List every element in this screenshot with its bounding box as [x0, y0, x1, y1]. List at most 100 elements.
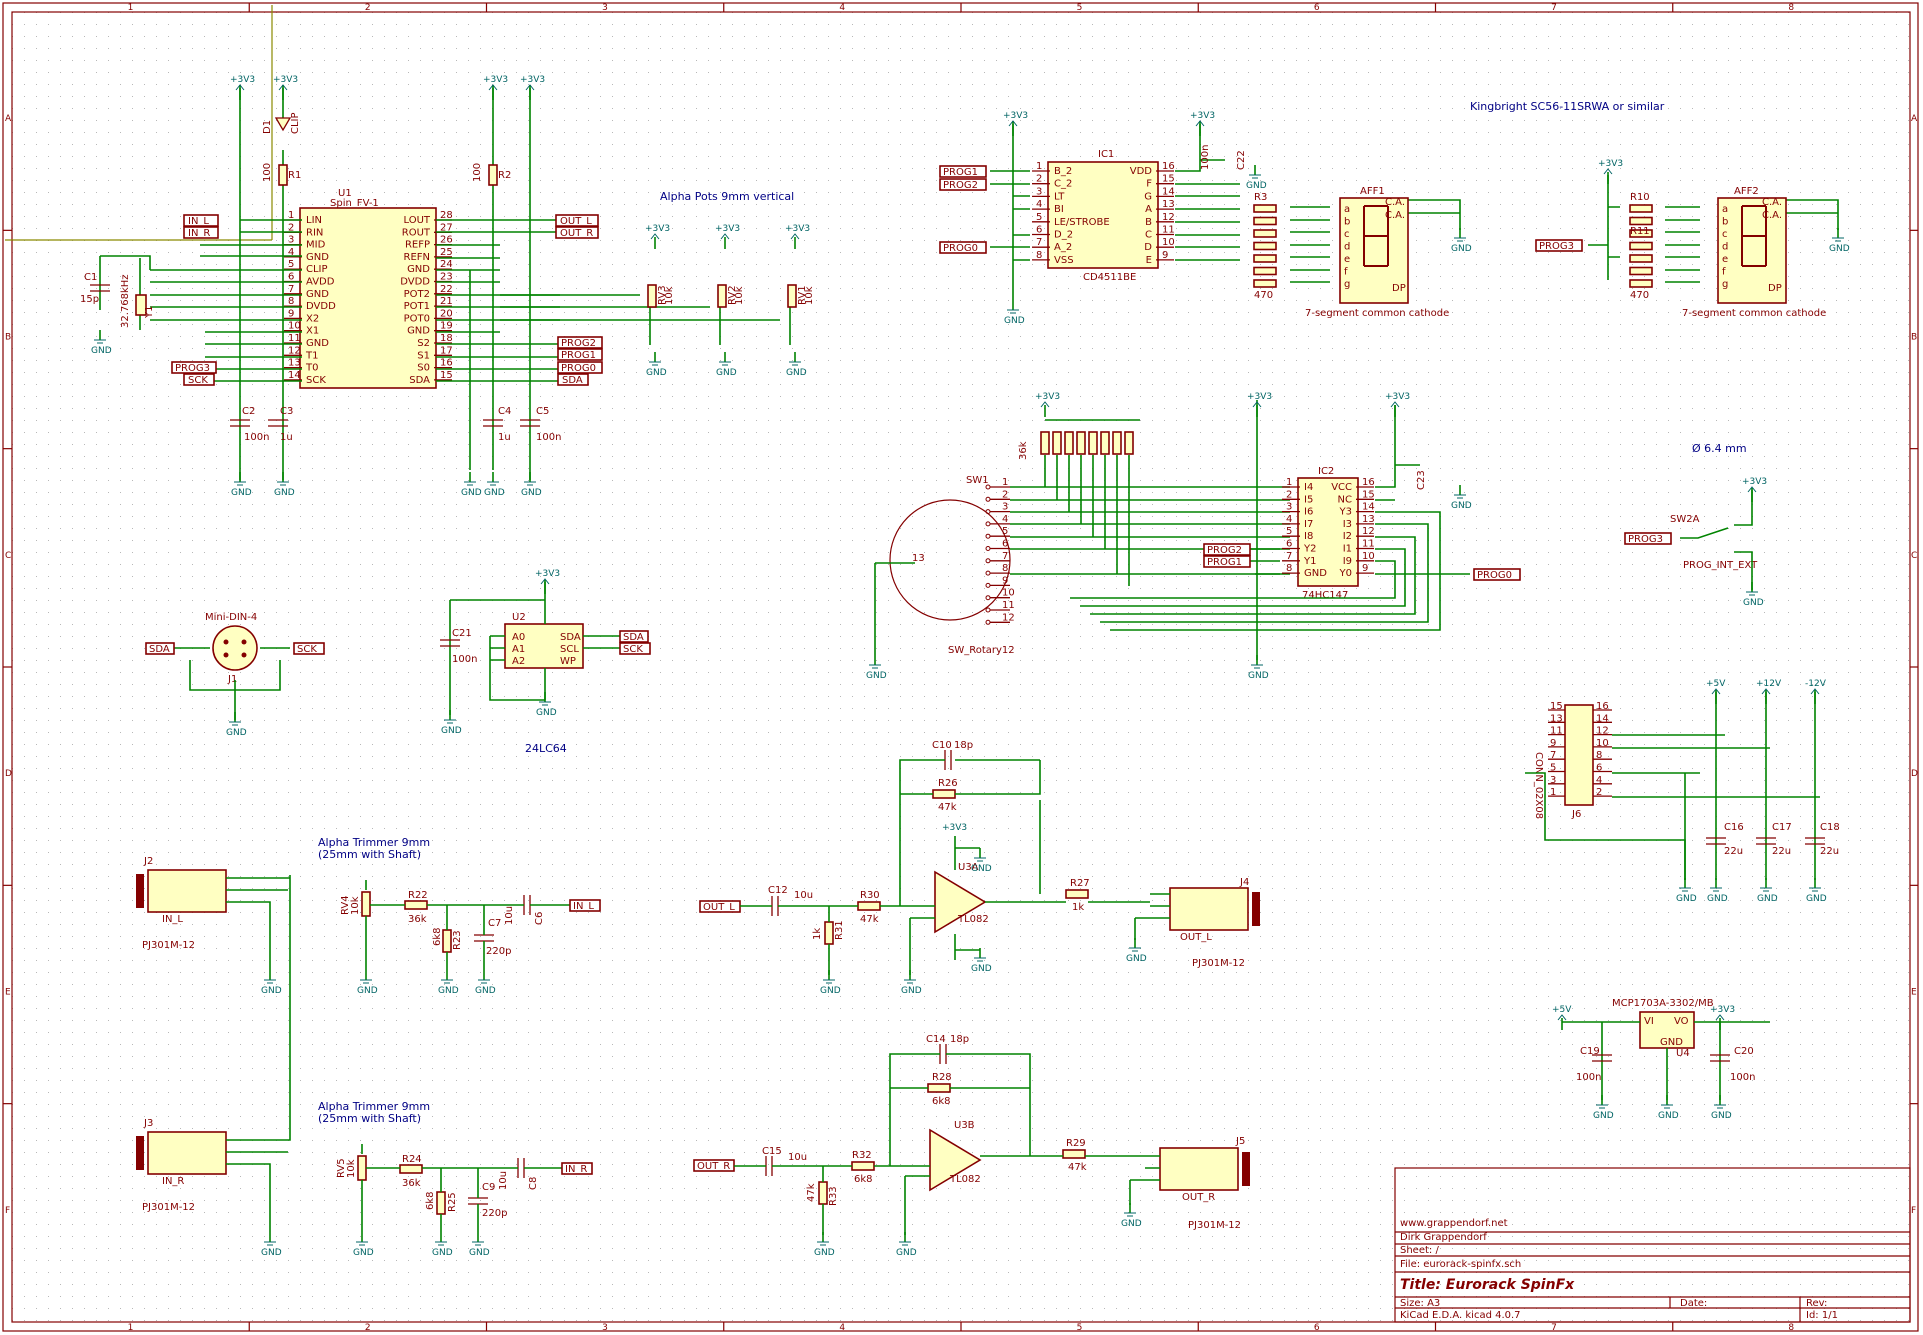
pin-name: T0	[305, 363, 318, 374]
svg-text:IN_L: IN_L	[573, 901, 594, 912]
ground-icon	[1714, 1104, 1726, 1109]
svg-text:PROG0: PROG0	[1477, 570, 1512, 581]
svg-text:U2: U2	[512, 612, 526, 623]
pin-name: GND	[407, 326, 430, 337]
tb-file: File: eurorack-spinfx.sch	[1400, 1259, 1521, 1270]
pin-name: B_2	[1054, 166, 1072, 177]
pin-name: X1	[306, 326, 319, 337]
pin-number: 4	[1036, 199, 1042, 210]
pin-number: 12	[288, 345, 301, 356]
supply-arrow-icon	[790, 233, 800, 240]
ground-icon	[1809, 887, 1821, 892]
svg-text:100n: 100n	[1200, 145, 1211, 170]
gnd-label: GND	[469, 1248, 490, 1258]
pin-number: 9	[1362, 563, 1368, 574]
border-col-label: 7	[1551, 3, 1557, 13]
pin-number: 10	[1162, 237, 1175, 248]
gnd-label: GND	[971, 964, 992, 974]
pullup-resistor	[1064, 431, 1074, 455]
svg-text:C4: C4	[498, 406, 511, 417]
pin-name: NC	[1338, 494, 1352, 505]
segment-pin-label: b	[1344, 217, 1350, 228]
svg-text:PROG3: PROG3	[1539, 241, 1574, 252]
ground-icon	[1454, 237, 1466, 242]
pin-number: 7	[1036, 237, 1042, 248]
gnd-label: GND	[484, 488, 505, 498]
ground-icon	[904, 979, 916, 984]
supply-arrow-icon	[1252, 401, 1262, 408]
svg-text:IN_R: IN_R	[162, 1176, 184, 1187]
pin-number: 14	[1362, 502, 1375, 513]
pin-name: C	[1145, 230, 1152, 241]
supply-arrow-icon	[1008, 120, 1018, 127]
svg-text:A2: A2	[512, 656, 525, 667]
svg-text:10k: 10k	[664, 286, 675, 305]
ground-icon	[1007, 309, 1019, 314]
j2-part: PJ301M-12	[142, 940, 195, 951]
net-label-prog0: PROG0	[557, 361, 603, 374]
svg-text:SCK: SCK	[297, 644, 317, 655]
connector-pin-number: 5	[1550, 763, 1556, 774]
switch-contact	[985, 546, 991, 551]
gnd-label: GND	[226, 728, 247, 738]
svg-text:220p: 220p	[482, 1208, 507, 1219]
svg-text:R2: R2	[498, 170, 511, 181]
svg-text:C6: C6	[534, 912, 545, 925]
ground-icon	[478, 979, 490, 984]
svg-text:CONN_02X08: CONN_02X08	[1533, 752, 1544, 819]
u1-passives: R1 100 R2 100 D1 CLIP Y1 32.768kHz C1 15…	[80, 112, 561, 443]
svg-text:6k8: 6k8	[425, 1191, 436, 1210]
supply-label: +12V	[1756, 679, 1782, 689]
supply-label: -12V	[1805, 679, 1827, 689]
pin-number: 9	[1162, 250, 1168, 261]
supply-arrow-icon	[720, 233, 730, 240]
svg-text:PROG2: PROG2	[1207, 545, 1242, 556]
supply-label: +3V3	[645, 224, 670, 234]
svg-text:SW2A: SW2A	[1670, 514, 1700, 525]
svg-text:C19: C19	[1580, 1046, 1600, 1057]
supply-label: +3V3	[785, 224, 810, 234]
gnd-label: GND	[971, 864, 992, 874]
connector-pin-number: 4	[1596, 775, 1602, 786]
pin-number: 26	[440, 235, 453, 246]
segment-pin-label: c	[1344, 229, 1350, 240]
gnd-label: GND	[1004, 316, 1025, 326]
ground-icon	[1760, 887, 1772, 892]
pin-number: 3	[288, 235, 294, 246]
array-resistor	[1629, 229, 1653, 238]
array-resistor	[1629, 216, 1653, 226]
pin-name: G	[1144, 191, 1152, 202]
segment-pin-label: g	[1344, 279, 1350, 290]
power-symbols: +3V3+3V3+3V3+3V3+3V3+3V3+3V3+3V3+3V3+3V3…	[91, 75, 1850, 1258]
ground-icon	[719, 361, 731, 366]
pin-name: I1	[1343, 544, 1352, 555]
svg-text:+3V3: +3V3	[942, 823, 967, 833]
svg-text:IN_R: IN_R	[188, 228, 210, 239]
ground-icon	[1249, 174, 1261, 179]
ground-icon	[487, 481, 499, 486]
gnd-label: GND	[716, 368, 737, 378]
svg-text:R25: R25	[447, 1192, 458, 1212]
pin-number: 12	[1362, 526, 1375, 537]
ground-icon	[94, 339, 106, 344]
array-resistor	[1629, 279, 1653, 288]
border-row-label: B	[1911, 333, 1917, 343]
svg-text:C21: C21	[452, 628, 472, 639]
switch-pin-number: 5	[1002, 526, 1008, 537]
gnd-label: GND	[1676, 894, 1697, 904]
u1-net-labels: IN_L IN_R OUT_L OUT_R PROG2 PROG1 PROG0	[171, 214, 603, 386]
border-col-label: 2	[365, 1323, 371, 1333]
connector-pin-number: 1	[1550, 787, 1556, 798]
pin-number: 14	[288, 370, 301, 381]
array-resistor	[1629, 266, 1653, 276]
pin-number: 24	[440, 259, 453, 270]
array-resistor	[1253, 279, 1277, 288]
pin-name: Y3	[1339, 507, 1352, 518]
ground-icon	[524, 481, 536, 486]
switch-contact	[985, 533, 991, 539]
pin-number: 6	[288, 272, 294, 283]
switch-contact	[985, 595, 991, 601]
svg-text:PROG_INT_EXT: PROG_INT_EXT	[1683, 560, 1758, 571]
